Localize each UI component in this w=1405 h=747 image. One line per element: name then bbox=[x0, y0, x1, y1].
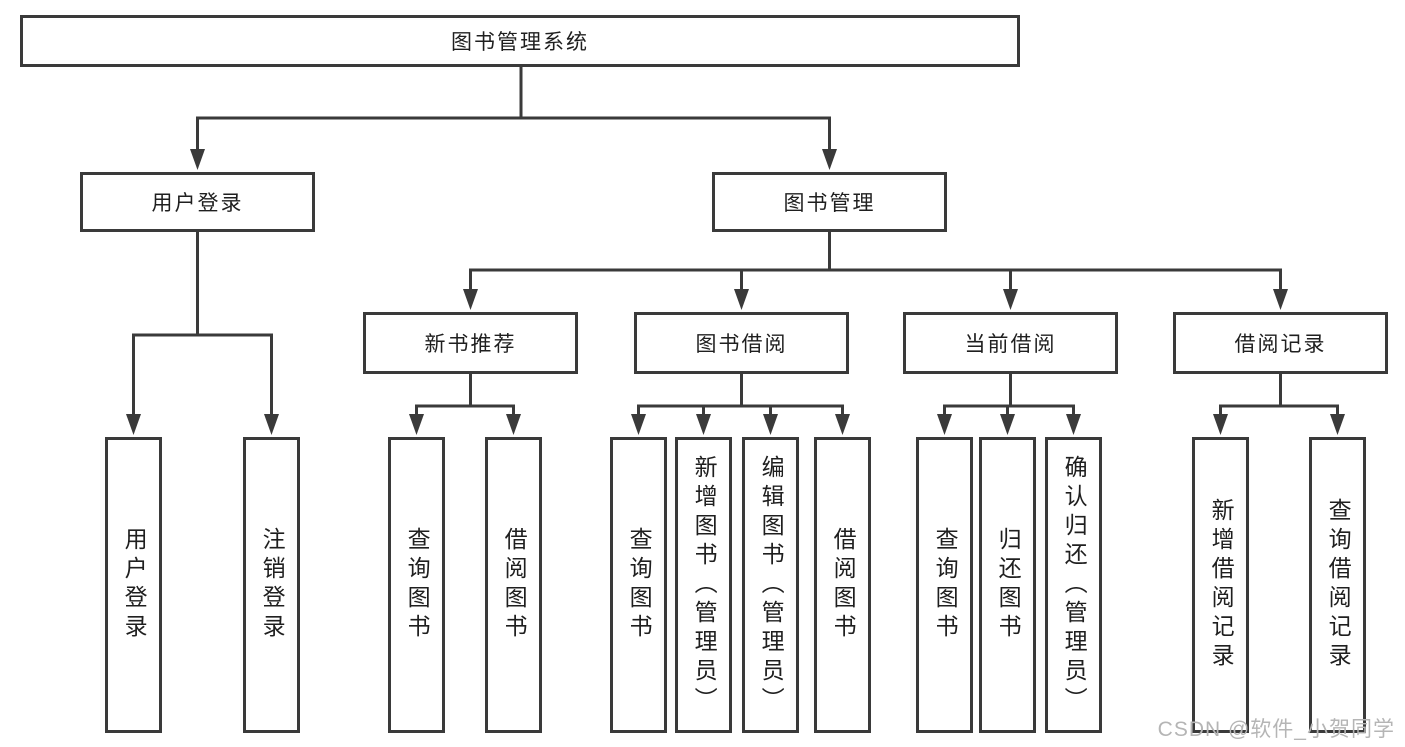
node-label: 借阅图书 bbox=[830, 527, 857, 643]
leaf-confirm-return-admin: 确认归还（管理员） bbox=[1045, 437, 1102, 733]
node-label: 查询图书 bbox=[404, 527, 431, 643]
node-label: 查询借阅记录 bbox=[1325, 498, 1352, 672]
node-label: 用户登录 bbox=[121, 527, 148, 643]
node-label: 注销登录 bbox=[259, 527, 286, 643]
node-label: 当前借阅 bbox=[964, 333, 1057, 356]
node-label: 图书管理 bbox=[783, 192, 876, 215]
node-label: 查询图书 bbox=[932, 527, 959, 643]
leaf-logout: 注销登录 bbox=[243, 437, 300, 733]
leaf-query-borrow-record: 查询借阅记录 bbox=[1309, 437, 1366, 733]
node-label: 确认归还（管理员） bbox=[1061, 454, 1088, 716]
node-label: 新增借阅记录 bbox=[1208, 498, 1235, 672]
connector-book-borrowing-children bbox=[631, 372, 850, 435]
node-book-borrowing: 图书借阅 bbox=[634, 312, 849, 374]
node-label: 图书管理系统 bbox=[451, 31, 589, 54]
leaf-query-books-recommend: 查询图书 bbox=[388, 437, 445, 733]
connector-borrow-records-children bbox=[1213, 372, 1345, 435]
leaf-add-borrow-record: 新增借阅记录 bbox=[1192, 437, 1249, 733]
node-label: 借阅记录 bbox=[1234, 333, 1327, 356]
connector-new-book-recommend-children bbox=[409, 372, 521, 435]
node-label: 图书借阅 bbox=[695, 333, 788, 356]
node-current-borrowing: 当前借阅 bbox=[903, 312, 1118, 374]
leaf-borrow-books: 借阅图书 bbox=[814, 437, 871, 733]
node-label: 查询图书 bbox=[626, 527, 653, 643]
leaf-user-login: 用户登录 bbox=[105, 437, 162, 733]
leaf-add-books-admin: 新增图书（管理员） bbox=[675, 437, 732, 733]
node-label: 新增图书（管理员） bbox=[691, 454, 718, 716]
csdn-watermark: CSDN @软件_小贺同学 bbox=[1157, 718, 1395, 741]
node-user-login: 用户登录 bbox=[80, 172, 315, 232]
connector-current-borrowing-children bbox=[937, 372, 1081, 435]
leaf-query-books-current: 查询图书 bbox=[916, 437, 973, 733]
node-label: 新书推荐 bbox=[424, 333, 517, 356]
connector-root-to-level2 bbox=[190, 66, 837, 170]
node-label: 借阅图书 bbox=[501, 527, 528, 643]
leaf-query-books-borrowing: 查询图书 bbox=[610, 437, 667, 733]
node-label: 用户登录 bbox=[151, 192, 244, 215]
node-label: 归还图书 bbox=[995, 527, 1022, 643]
leaf-borrow-books-recommend: 借阅图书 bbox=[485, 437, 542, 733]
connector-user-login-children bbox=[126, 230, 279, 435]
connector-book-management-children bbox=[463, 230, 1288, 310]
leaf-return-books: 归还图书 bbox=[979, 437, 1036, 733]
node-label: 编辑图书（管理员） bbox=[758, 454, 785, 716]
node-new-book-recommend: 新书推荐 bbox=[363, 312, 578, 374]
node-root: 图书管理系统 bbox=[20, 15, 1020, 67]
node-book-management: 图书管理 bbox=[712, 172, 947, 232]
leaf-edit-books-admin: 编辑图书（管理员） bbox=[742, 437, 799, 733]
node-borrow-records: 借阅记录 bbox=[1173, 312, 1388, 374]
